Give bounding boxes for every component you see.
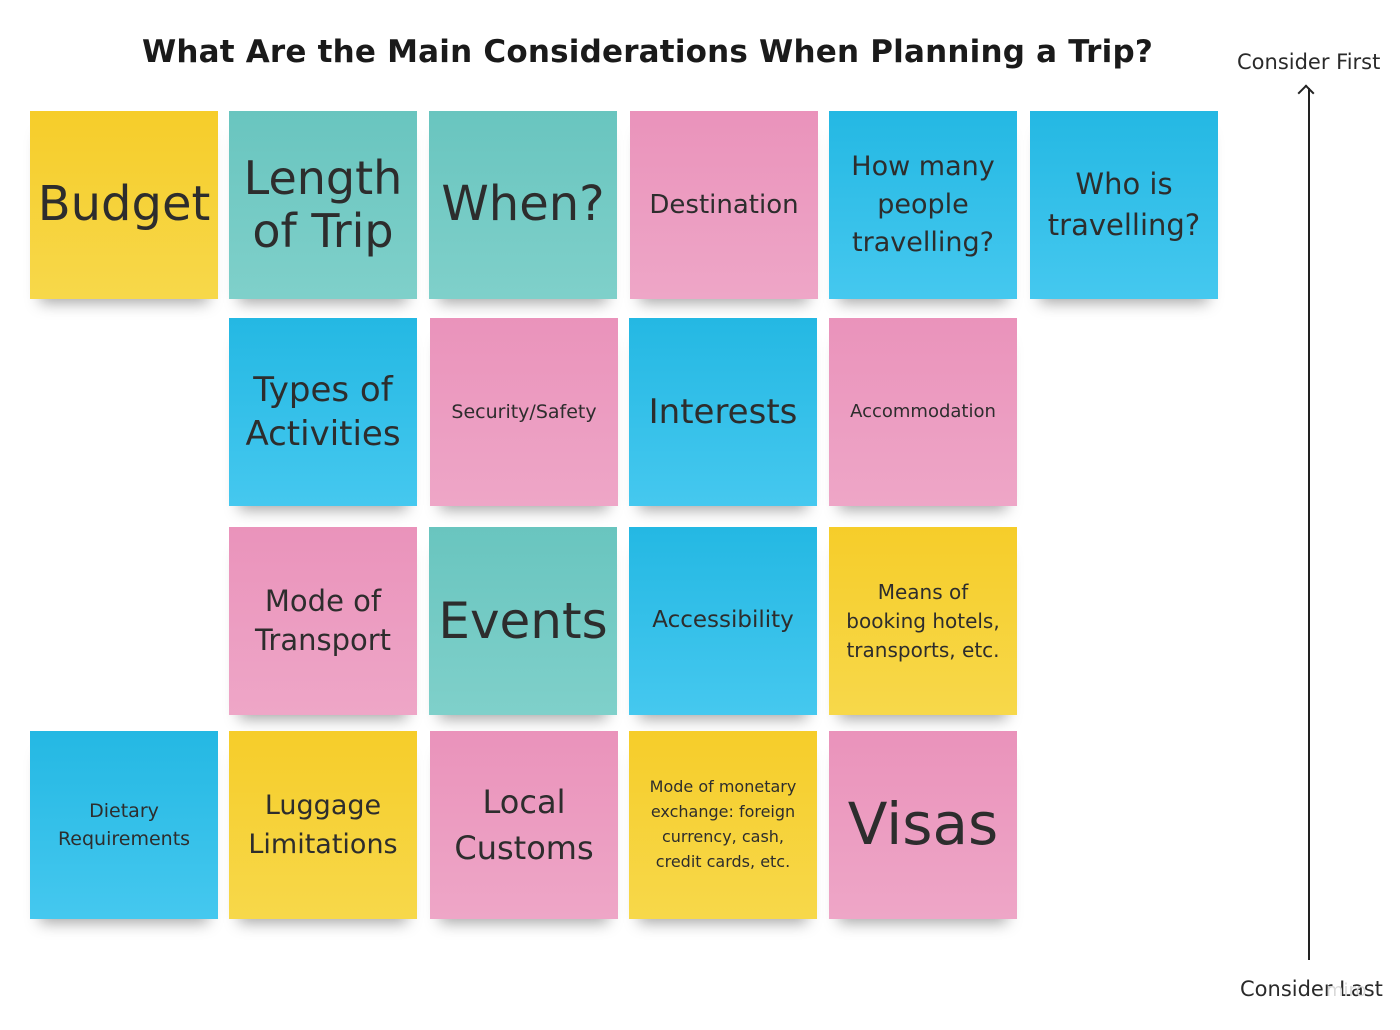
sticky-note-text: Types of Activities [245,369,401,454]
sticky-note-text: Local Customs [454,782,594,867]
page-title: What Are the Main Considerations When Pl… [141,34,1154,70]
sticky-note-visas[interactable]: Visas [829,731,1017,919]
sticky-note-text: Accommodation [850,401,996,423]
sticky-note-interests[interactable]: Interests [629,318,817,506]
axis-bottom-label: Consider Last [1240,977,1383,1001]
sticky-note-events[interactable]: Events [429,527,617,715]
sticky-note-text: Destination [649,189,799,220]
sticky-note-mode-of-transport[interactable]: Mode of Transport [229,527,417,715]
sticky-note-monetary-exchange[interactable]: Mode of monetary exchange: foreign curre… [629,731,817,919]
sticky-note-text: Mode of Transport [254,583,392,657]
sticky-note-text: When? [441,176,605,233]
sticky-note-text: Dietary Requirements [57,799,191,851]
sticky-note-security-safety[interactable]: Security/Safety [430,318,618,506]
sticky-note-board: Budget Length of Trip When? Destination … [30,111,1218,919]
sticky-note-accessibility[interactable]: Accessibility [629,527,817,715]
sticky-note-text: Security/Safety [451,400,597,423]
sticky-note-text: Who is travelling? [1047,167,1201,242]
sticky-note-how-many-people[interactable]: How many people travelling? [829,111,1017,299]
sticky-note-accommodation[interactable]: Accommodation [829,318,1017,506]
sticky-note-who-is-travelling[interactable]: Who is travelling? [1030,111,1218,299]
sticky-note-text: How many people travelling? [851,151,995,258]
sticky-note-types-of-activities[interactable]: Types of Activities [229,318,417,506]
sticky-note-means-of-booking[interactable]: Means of booking hotels, transports, etc… [829,527,1017,715]
sticky-note-budget[interactable]: Budget [30,111,218,299]
sticky-note-text: Budget [37,176,211,233]
sticky-note-text: Length of Trip [243,151,403,258]
sticky-note-luggage-limitations[interactable]: Luggage Limitations [229,731,417,919]
sticky-note-when[interactable]: When? [429,111,617,299]
sticky-note-text: Luggage Limitations [248,789,398,860]
sticky-note-text: Events [438,592,608,650]
arrow-up-icon [1297,84,1315,102]
priority-axis-line [1308,88,1310,960]
sticky-note-text: Mode of monetary exchange: foreign curre… [649,777,797,871]
sticky-note-text: Accessibility [652,607,794,634]
sticky-note-destination[interactable]: Destination [630,111,818,299]
axis-top-label: Consider First [1237,50,1381,74]
sticky-note-length-of-trip[interactable]: Length of Trip [229,111,417,299]
sticky-note-text: Visas [847,790,999,859]
sticky-note-text: Means of booking hotels, transports, etc… [846,579,1000,662]
sticky-note-text: Interests [648,391,798,432]
sticky-note-local-customs[interactable]: Local Customs [430,731,618,919]
miro-watermark: miro [1326,980,1367,1001]
sticky-note-dietary-requirements[interactable]: Dietary Requirements [30,731,218,919]
